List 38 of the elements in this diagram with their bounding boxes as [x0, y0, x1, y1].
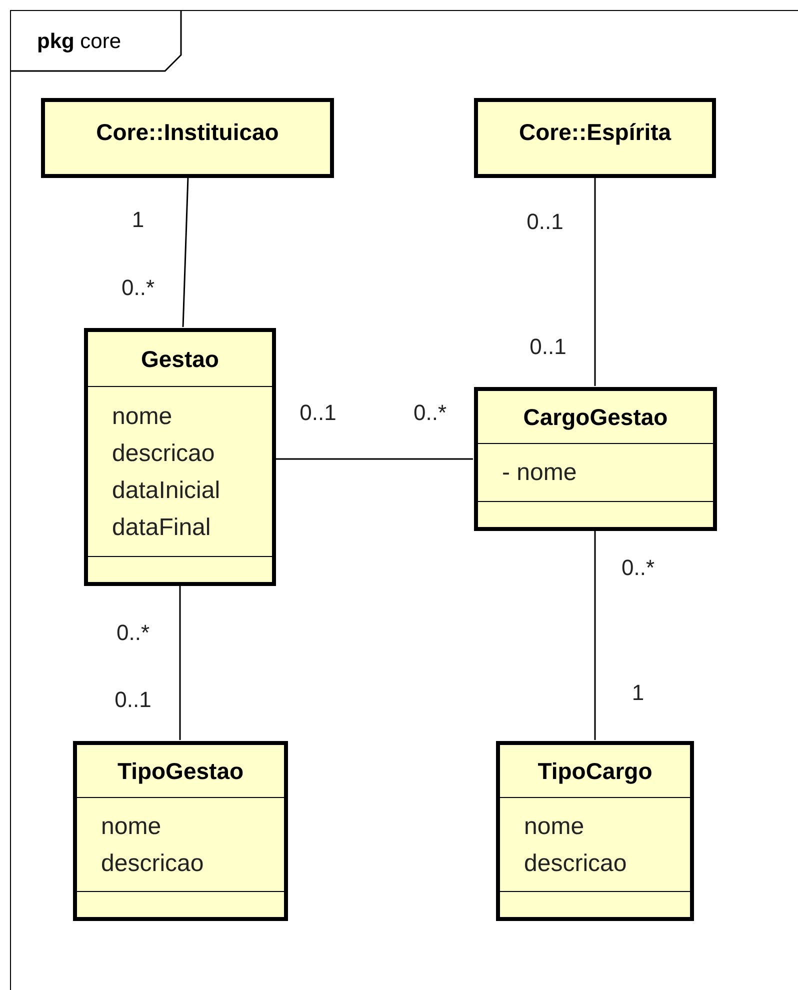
attribute-text: nome: [112, 402, 174, 432]
multiplicity-label: 0..*: [413, 402, 447, 424]
attribute-text: descricao: [524, 848, 628, 878]
class-box: [474, 387, 717, 531]
association-line: [179, 585, 181, 740]
class-box: [474, 98, 716, 178]
multiplicity-label: 0..1: [530, 336, 566, 358]
package-frame: [10, 10, 798, 990]
attribute-text: nome: [101, 812, 162, 842]
class-name: CargoGestao: [523, 402, 668, 432]
multiplicity-label: 0..1: [114, 689, 152, 711]
multiplicity-label: 0..1: [526, 211, 564, 233]
class-name: Core::Instituicao: [96, 118, 279, 147]
attribute-text: descricao: [101, 848, 205, 878]
class-box: [41, 98, 334, 178]
class-box: [73, 741, 288, 921]
attribute-text: dataFinal: [112, 512, 212, 542]
class-name: TipoGestao: [117, 756, 244, 786]
association-line: [182, 176, 189, 328]
multiplicity-label: 1: [632, 682, 644, 704]
multiplicity-label: 1: [132, 209, 144, 231]
attribute-text: - nome: [502, 458, 578, 488]
class-box: [84, 328, 276, 586]
package-label: pkg core: [37, 31, 122, 52]
class-name: TipoCargo: [538, 756, 652, 786]
association-line: [275, 458, 473, 460]
attribute-text: nome: [524, 812, 586, 842]
class-box: [496, 741, 694, 921]
class-name: Gestao: [141, 344, 219, 374]
class-name: Core::Espírita: [518, 118, 672, 147]
multiplicity-label: 0..*: [121, 277, 155, 299]
attribute-text: dataInicial: [112, 476, 222, 506]
multiplicity-label: 0..*: [116, 622, 150, 644]
association-line: [594, 530, 596, 740]
multiplicity-label: 0..*: [621, 557, 655, 579]
association-line: [594, 177, 596, 386]
attribute-text: descricao: [112, 438, 216, 468]
multiplicity-label: 0..1: [300, 402, 336, 424]
